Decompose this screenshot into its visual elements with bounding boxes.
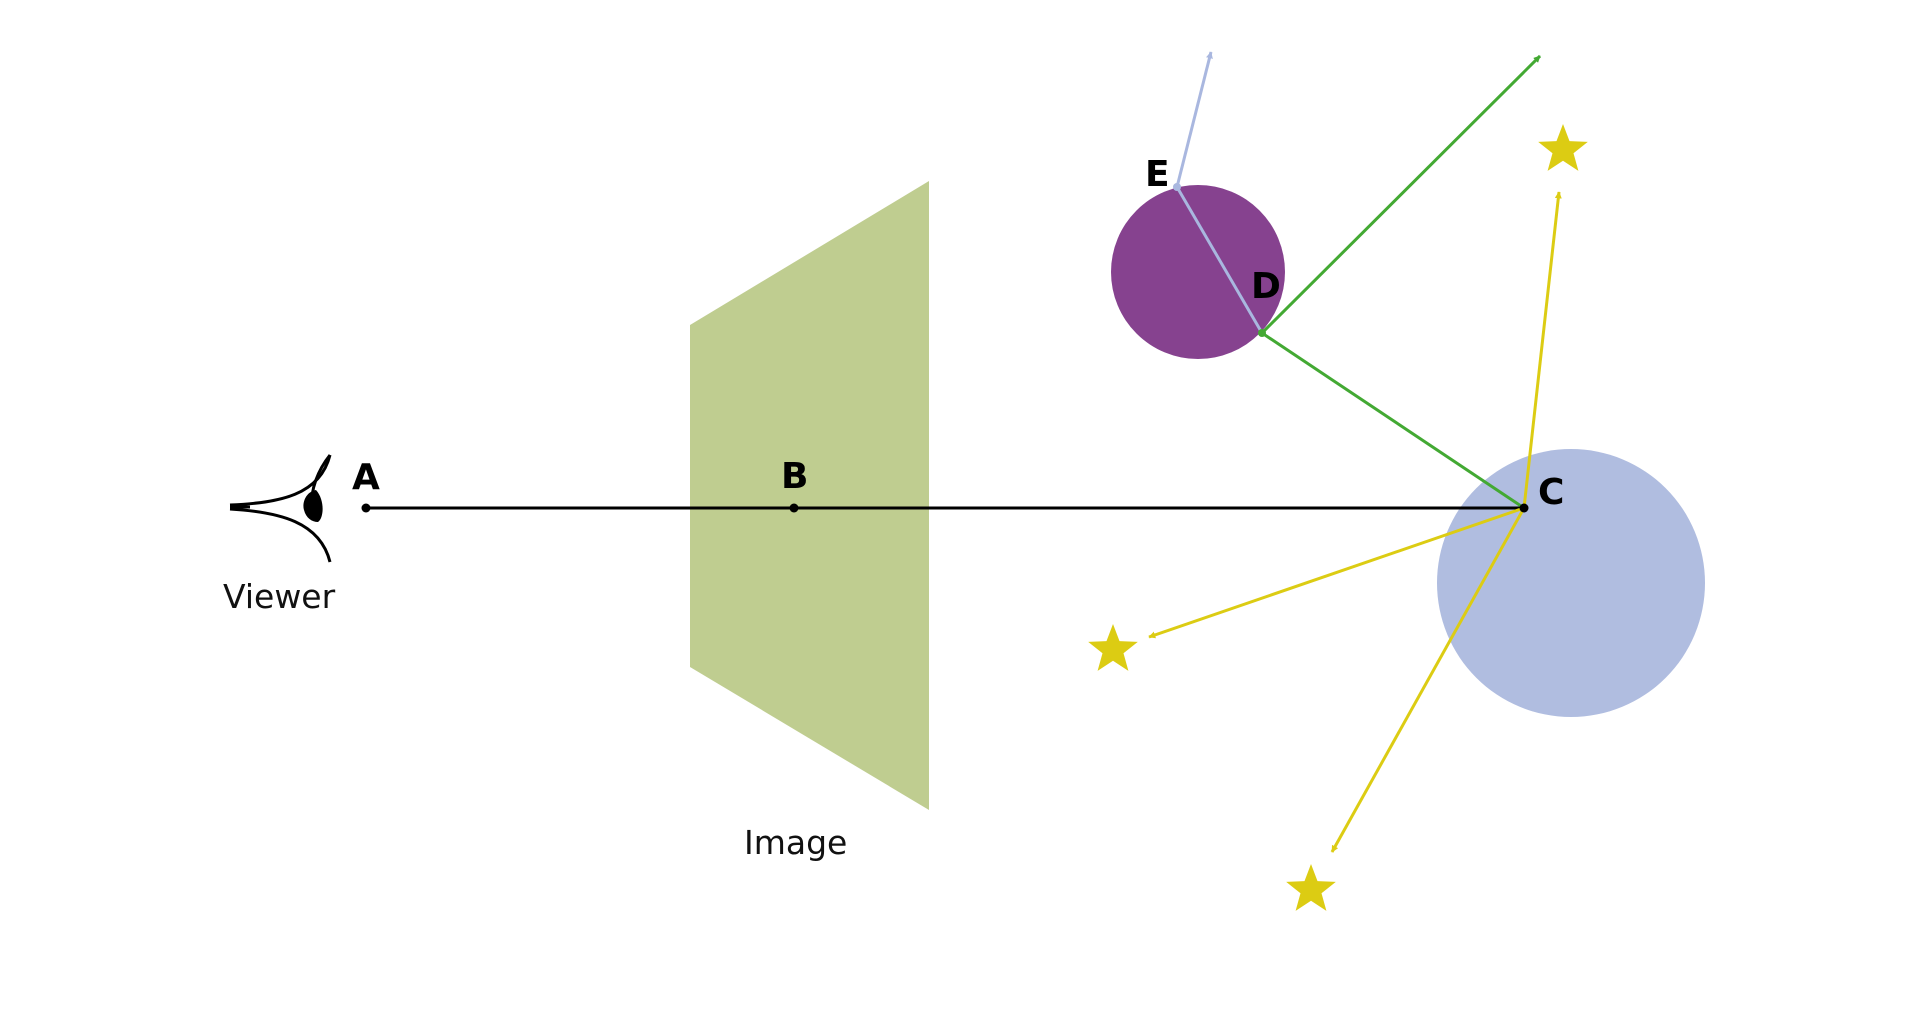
light-star-icon bbox=[1538, 124, 1588, 171]
shadow-ray-left bbox=[1148, 506, 1525, 639]
point-e-dot bbox=[1173, 183, 1181, 191]
point-a-dot bbox=[361, 503, 371, 513]
refraction-ray-e-out bbox=[1175, 51, 1213, 188]
point-a-label: A bbox=[352, 457, 380, 498]
shadow-ray-up bbox=[1522, 191, 1562, 509]
reflection-ray-d-out bbox=[1260, 54, 1542, 335]
point-d-dot bbox=[1258, 329, 1266, 337]
point-c-dot bbox=[1519, 503, 1529, 513]
point-b-dot bbox=[789, 503, 799, 513]
refraction-ray-d-to-e bbox=[1175, 186, 1264, 334]
light-star-icon bbox=[1286, 864, 1336, 911]
point-b-label: B bbox=[781, 456, 808, 497]
purple-sphere bbox=[1111, 185, 1285, 359]
viewer-caption: Viewer bbox=[223, 577, 336, 616]
image-caption: Image bbox=[744, 823, 847, 862]
reflection-ray-c-to-d bbox=[1261, 331, 1525, 510]
shadow-ray-down bbox=[1330, 507, 1526, 853]
point-d-label: D bbox=[1251, 266, 1281, 307]
image-plane bbox=[690, 181, 929, 810]
blue-sphere bbox=[1437, 449, 1705, 717]
point-e-label: E bbox=[1145, 154, 1170, 195]
eye-pupil-icon bbox=[303, 490, 323, 522]
light-star-icon bbox=[1088, 624, 1138, 671]
point-c-label: C bbox=[1538, 472, 1564, 513]
